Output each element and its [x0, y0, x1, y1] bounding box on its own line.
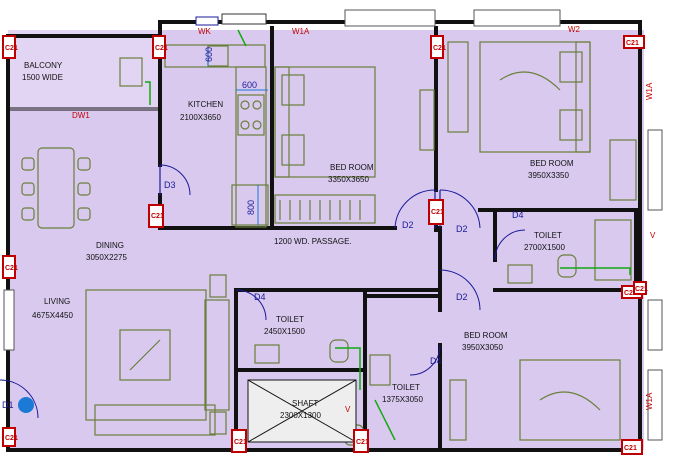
svg-text:C21: C21	[5, 265, 18, 272]
svg-text:C21: C21	[635, 286, 648, 293]
svg-text:C21: C21	[433, 45, 446, 52]
room-size-living: 4675X4450	[32, 311, 73, 320]
room-name-toilet-2: TOILET	[276, 315, 304, 324]
svg-text:C21: C21	[624, 290, 637, 297]
svg-text:C21: C21	[234, 439, 247, 446]
room-size-toilet-2: 2450X1500	[264, 327, 305, 336]
room-size-toilet-3: 1375X3050	[382, 395, 423, 404]
svg-text:C21: C21	[5, 435, 18, 442]
door-label-d4: D4	[430, 356, 442, 366]
column: C21	[621, 439, 643, 455]
window-label-w1a-side: W1A	[645, 82, 654, 100]
bed-1	[274, 66, 435, 224]
svg-text:C21: C21	[431, 209, 444, 216]
door-label-d2: D2	[456, 292, 468, 302]
window-label-v2: V	[345, 405, 351, 414]
room-name-toilet-3: TOILET	[392, 383, 420, 392]
living-sofa	[85, 274, 230, 436]
window-label-wk: WK	[198, 27, 212, 36]
door-label-d1: D1	[2, 400, 14, 410]
room-size-bed-2: 3950X3350	[528, 171, 569, 180]
room-name-toilet-1: TOILET	[534, 231, 562, 240]
shaft	[247, 379, 357, 443]
room-size-toilet-1: 2700X1500	[524, 243, 565, 252]
balcony-area	[8, 30, 160, 110]
room-name-bed-1: BED ROOM	[330, 163, 374, 172]
windows	[3, 9, 663, 441]
svg-text:C21: C21	[5, 45, 18, 52]
room-name-passage: 1200 WD. PASSAGE.	[274, 237, 352, 246]
svg-text:C21: C21	[624, 445, 637, 452]
room-size-bed-1: 3350X3650	[328, 175, 369, 184]
room-name-bed-3: BED ROOM	[464, 331, 508, 340]
column: C21	[353, 429, 369, 453]
column: C21	[2, 35, 18, 59]
columns: C21 C21 C21 C21 C21 C21 C21 C21 C21 C21 …	[2, 35, 648, 455]
svg-text:C21: C21	[356, 439, 369, 446]
dim-600-vertical: 600	[204, 47, 214, 62]
room-name-dining: DINING	[96, 241, 124, 250]
room-size-balcony: 1500 WIDE	[22, 73, 63, 82]
column: C21	[2, 255, 18, 279]
column: C21	[231, 429, 247, 453]
door-label-d2: D2	[456, 224, 468, 234]
column: C21	[2, 427, 18, 447]
window-label-w2: W2	[568, 25, 581, 34]
plumbing-lines	[145, 29, 631, 441]
toilet-fixtures	[119, 57, 632, 446]
room-size-kitchen: 2100X3650	[180, 113, 221, 122]
window-label-w1a: W1A	[292, 27, 310, 36]
room-name-balcony: BALCONY	[24, 61, 63, 70]
door-label-d3: D3	[164, 180, 176, 190]
column: C21	[152, 35, 168, 59]
window-label-dw1: DW1	[72, 111, 90, 120]
room-name-shaft: SHAFT	[292, 399, 318, 408]
door-label-d2: D2	[402, 220, 414, 230]
room-size-bed-3: 3950X3050	[462, 343, 503, 352]
column: C21	[148, 204, 164, 228]
svg-text:C21: C21	[155, 45, 168, 52]
room-size-shaft: 2300X1300	[280, 411, 321, 420]
svg-text:C21: C21	[151, 213, 164, 220]
dim-800: 800	[246, 200, 256, 215]
dim-600-horizontal: 600	[242, 80, 257, 90]
room-name-kitchen: KITCHEN	[188, 100, 223, 109]
door-label-d4: D4	[512, 210, 524, 220]
room-name-living: LIVING	[44, 297, 70, 306]
column: C21	[633, 281, 648, 295]
dimension-markers	[207, 48, 268, 225]
column: C21	[623, 35, 645, 49]
svg-text:C21: C21	[626, 40, 639, 47]
window-label-v1: V	[650, 231, 656, 240]
column: C21	[428, 199, 444, 225]
dining-table	[21, 147, 91, 229]
bed-2	[447, 41, 637, 201]
room-name-bed-2: BED ROOM	[530, 159, 574, 168]
door-label-d4: D4	[254, 292, 266, 302]
column: C21	[430, 35, 446, 59]
room-size-dining: 3050X2275	[86, 253, 127, 262]
window-label-w1a-side2: W1A	[645, 392, 654, 410]
